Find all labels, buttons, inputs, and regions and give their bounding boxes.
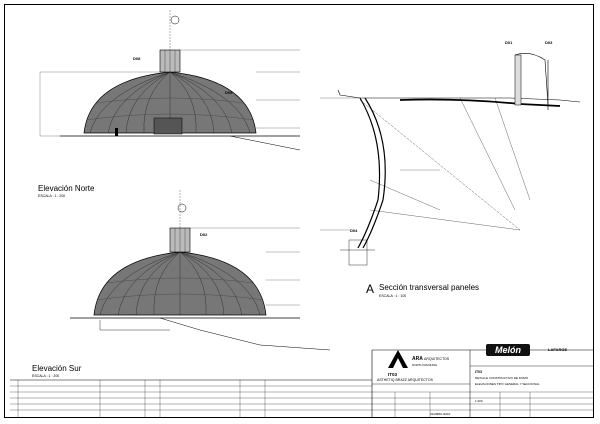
sheet-frame (4, 4, 594, 418)
section-view-scale: ESCALA : 1 : 100 (379, 294, 407, 298)
section-marker: A (366, 282, 375, 296)
detail-code: D02 (200, 232, 208, 237)
section-drawing (320, 53, 581, 266)
ara-logo-mark (388, 350, 408, 368)
drawing-date: 01/ABRIL/2010 (430, 412, 451, 416)
client-partner-logo: LAFARGE (548, 347, 568, 352)
north-view-title: Elevación Norte (38, 184, 95, 193)
title-block-grid (10, 349, 594, 418)
detail-code: D05 (225, 90, 233, 95)
sheet-description: DETALLE CONSTRUCTIVO DE DOMO (475, 376, 529, 380)
sheet-code: IT03 (475, 370, 483, 374)
south-view-title: Elevación Sur (32, 364, 82, 373)
client-logo: Melón (486, 344, 530, 356)
scale-value: 1:200 (475, 399, 483, 403)
drawing-title: ELEVACIONES TIPO GENERAL Y SECCIONAL (475, 382, 540, 386)
firm-tagline: ARQUITECTOS (424, 357, 450, 361)
detail-code: D08 (133, 56, 141, 61)
firm-name: ARA (412, 356, 423, 362)
firm-caption: NORTH RANKING (412, 363, 438, 367)
project-code: IT03 (388, 372, 398, 377)
section-view-title: Sección transversal paneles (379, 283, 480, 292)
architect-name: ASTHETIQ BRAZZ ARQUITECTOS (377, 378, 433, 382)
detail-code: D01 (505, 40, 513, 45)
detail-code: D04 (350, 228, 358, 233)
south-elevation-drawing (70, 190, 331, 351)
south-view-scale: ESCALA : 1 : 200 (32, 374, 60, 378)
detail-code: D03 (545, 40, 553, 45)
north-view-scale: ESCALA : 1 : 200 (38, 194, 66, 198)
north-elevation-drawing (39, 10, 301, 151)
